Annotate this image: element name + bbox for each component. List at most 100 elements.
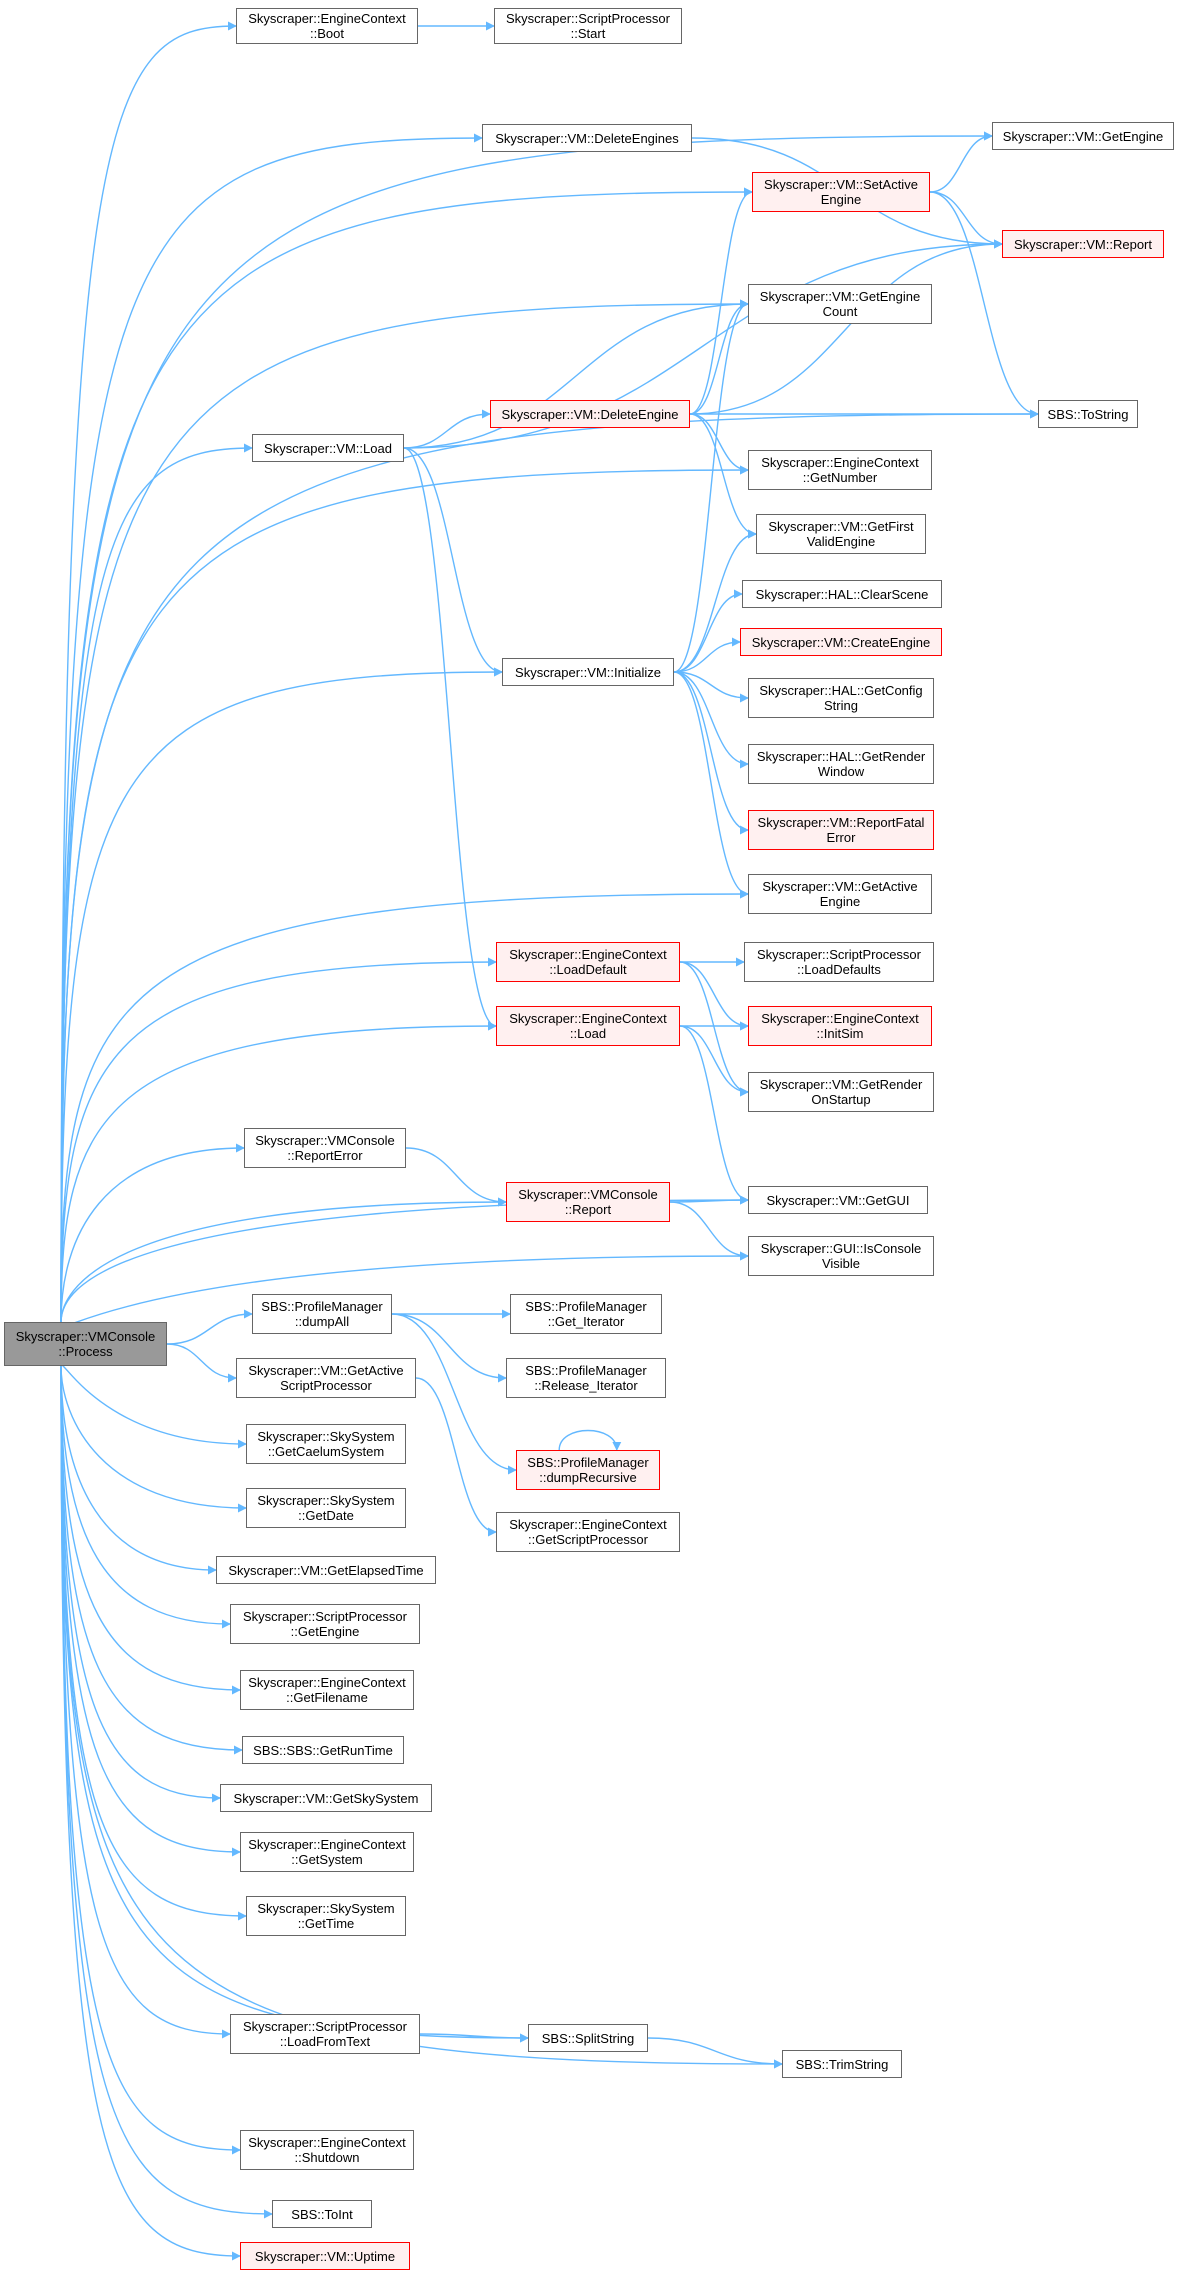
edge-vmc-report-to-get-gui xyxy=(669,1195,749,1205)
node-get-time[interactable]: Skyscraper::SkySystem ::GetTime xyxy=(246,1896,406,1936)
node-dump-recursive[interactable]: SBS::ProfileManager ::dumpRecursive xyxy=(516,1450,660,1490)
node-initialize[interactable]: Skyscraper::VM::Initialize xyxy=(502,658,674,686)
edge-process-to-report-error xyxy=(60,1143,245,1323)
node-delete-engines[interactable]: Skyscraper::VM::DeleteEngines xyxy=(482,124,692,152)
node-get-engine[interactable]: Skyscraper::VM::GetEngine xyxy=(992,122,1174,150)
edge-load-from-text-to-split-string xyxy=(419,2033,529,2043)
edge-load-default-to-init-sim xyxy=(679,961,749,1031)
edge-process-to-elapsed xyxy=(60,1365,217,1575)
node-get-iterator[interactable]: SBS::ProfileManager ::Get_Iterator xyxy=(510,1294,662,1334)
edge-set-active-to-vm-report xyxy=(929,191,1003,249)
node-sky-system[interactable]: Skyscraper::VM::GetSkySystem xyxy=(220,1784,432,1812)
edge-ec-load-to-get-gui xyxy=(679,1025,749,1205)
edge-vm-load-to-ec-load xyxy=(403,447,497,1031)
edge-initialize-to-engine-count xyxy=(673,299,749,673)
node-load-defaults[interactable]: Skyscraper::ScriptProcessor ::LoadDefaul… xyxy=(744,942,934,982)
node-config-string[interactable]: Skyscraper::HAL::GetConfig String xyxy=(748,678,934,718)
node-active-sp[interactable]: Skyscraper::VM::GetActive ScriptProcesso… xyxy=(236,1358,416,1398)
edge-process-to-vmc-report xyxy=(60,1197,507,1323)
node-sp-get-engine[interactable]: Skyscraper::ScriptProcessor ::GetEngine xyxy=(230,1604,420,1644)
node-trim-string[interactable]: SBS::TrimString xyxy=(782,2050,902,2078)
node-clear-scene[interactable]: Skyscraper::HAL::ClearScene xyxy=(742,580,942,608)
node-first-valid[interactable]: Skyscraper::VM::GetFirst ValidEngine xyxy=(756,514,926,554)
edge-process-to-trim-string xyxy=(60,1365,783,2069)
edge-initialize-to-create-engine xyxy=(673,637,741,673)
node-vm-report[interactable]: Skyscraper::VM::Report xyxy=(1002,230,1164,258)
node-elapsed[interactable]: Skyscraper::VM::GetElapsedTime xyxy=(216,1556,436,1584)
node-active-engine[interactable]: Skyscraper::VM::GetActive Engine xyxy=(748,874,932,914)
node-process: Skyscraper::VMConsole ::Process xyxy=(4,1322,167,1366)
edge-ec-load-to-render-startup xyxy=(679,1025,749,1097)
node-dump-all[interactable]: SBS::ProfileManager ::dumpAll xyxy=(252,1294,392,1334)
node-split-string[interactable]: SBS::SplitString xyxy=(528,2024,648,2052)
edge-initialize-to-first-valid xyxy=(673,529,757,673)
edge-vm-load-to-initialize xyxy=(403,447,503,677)
edge-process-to-sp-get-engine xyxy=(60,1365,231,1629)
node-delete-engine[interactable]: Skyscraper::VM::DeleteEngine xyxy=(490,400,690,428)
edge-process-to-set-active xyxy=(60,187,753,1323)
edge-process-to-uptime xyxy=(60,1365,241,2261)
node-get-sp[interactable]: Skyscraper::EngineContext ::GetScriptPro… xyxy=(496,1512,680,1552)
node-get-filename[interactable]: Skyscraper::EngineContext ::GetFilename xyxy=(240,1670,414,1710)
edge-delete-engine-to-vm-report xyxy=(689,239,1003,415)
edge-process-to-dump-all xyxy=(166,1309,253,1345)
node-sp-start[interactable]: Skyscraper::ScriptProcessor ::Start xyxy=(494,8,682,44)
edge-dump-recursive-to-dump-recursive xyxy=(558,1429,622,1451)
node-render-startup[interactable]: Skyscraper::VM::GetRender OnStartup xyxy=(748,1072,934,1112)
edge-vm-load-to-engine-count xyxy=(403,299,749,449)
edge-process-to-vm-load xyxy=(60,443,253,1323)
node-get-number[interactable]: Skyscraper::EngineContext ::GetNumber xyxy=(748,450,932,490)
edge-initialize-to-config-string xyxy=(673,671,749,703)
edge-initialize-to-clear-scene xyxy=(673,589,743,673)
node-report-error[interactable]: Skyscraper::VMConsole ::ReportError xyxy=(244,1128,406,1168)
node-vmc-report[interactable]: Skyscraper::VMConsole ::Report xyxy=(506,1182,670,1222)
node-get-gui[interactable]: Skyscraper::VM::GetGUI xyxy=(748,1186,928,1214)
node-render-window[interactable]: Skyscraper::HAL::GetRender Window xyxy=(748,744,934,784)
edge-dump-all-to-release-iterator xyxy=(391,1313,507,1383)
edge-delete-engine-to-set-active xyxy=(689,187,753,415)
edge-initialize-to-report-fatal xyxy=(673,671,749,835)
node-to-string[interactable]: SBS::ToString xyxy=(1038,400,1138,428)
edge-initialize-to-render-window xyxy=(673,671,749,769)
node-release-iterator[interactable]: SBS::ProfileManager ::Release_Iterator xyxy=(506,1358,666,1398)
edge-process-to-boot xyxy=(60,21,237,1323)
node-create-engine[interactable]: Skyscraper::VM::CreateEngine xyxy=(740,628,942,656)
node-run-time[interactable]: SBS::SBS::GetRunTime xyxy=(242,1736,404,1764)
edge-active-sp-to-get-sp xyxy=(415,1377,497,1537)
node-boot[interactable]: Skyscraper::EngineContext ::Boot xyxy=(236,8,418,44)
edge-initialize-to-active-engine xyxy=(673,671,749,899)
node-get-date[interactable]: Skyscraper::SkySystem ::GetDate xyxy=(246,1488,406,1528)
node-set-active[interactable]: Skyscraper::VM::SetActive Engine xyxy=(752,172,930,212)
node-engine-count[interactable]: Skyscraper::VM::GetEngine Count xyxy=(748,284,932,324)
node-get-system[interactable]: Skyscraper::EngineContext ::GetSystem xyxy=(240,1832,414,1872)
edge-load-default-to-render-startup xyxy=(679,961,749,1097)
edge-process-to-get-system xyxy=(60,1365,241,1857)
edge-process-to-load-default xyxy=(60,957,497,1323)
edge-process-to-active-sp xyxy=(166,1343,237,1383)
node-load-from-text[interactable]: Skyscraper::ScriptProcessor ::LoadFromTe… xyxy=(230,2014,420,2054)
node-ec-load[interactable]: Skyscraper::EngineContext ::Load xyxy=(496,1006,680,1046)
edge-process-to-initialize xyxy=(60,667,503,1323)
node-init-sim[interactable]: Skyscraper::EngineContext ::InitSim xyxy=(748,1006,932,1046)
edge-set-active-to-get-engine xyxy=(929,131,993,193)
edge-process-to-delete-engines xyxy=(60,133,483,1323)
node-to-int[interactable]: SBS::ToInt xyxy=(272,2200,372,2228)
edge-vm-load-to-delete-engine xyxy=(403,409,491,449)
edge-split-string-to-trim-string xyxy=(647,2037,783,2069)
edge-set-active-to-to-string xyxy=(929,191,1039,419)
edge-dump-all-to-dump-recursive xyxy=(391,1313,517,1475)
node-caelum[interactable]: Skyscraper::SkySystem ::GetCaelumSystem xyxy=(246,1424,406,1464)
node-shutdown[interactable]: Skyscraper::EngineContext ::Shutdown xyxy=(240,2130,414,2170)
node-vm-load[interactable]: Skyscraper::VM::Load xyxy=(252,434,404,462)
edge-vmc-report-to-console-visible xyxy=(669,1201,749,1261)
edge-delete-engine-to-get-number xyxy=(689,413,749,475)
node-load-default[interactable]: Skyscraper::EngineContext ::LoadDefault xyxy=(496,942,680,982)
node-console-visible[interactable]: Skyscraper::GUI::IsConsole Visible xyxy=(748,1236,934,1276)
edge-process-to-run-time xyxy=(60,1365,243,1755)
edge-process-to-get-filename xyxy=(60,1365,241,1695)
node-uptime[interactable]: Skyscraper::VM::Uptime xyxy=(240,2242,410,2270)
edge-delete-engine-to-first-valid xyxy=(689,413,757,539)
node-report-fatal[interactable]: Skyscraper::VM::ReportFatal Error xyxy=(748,810,934,850)
